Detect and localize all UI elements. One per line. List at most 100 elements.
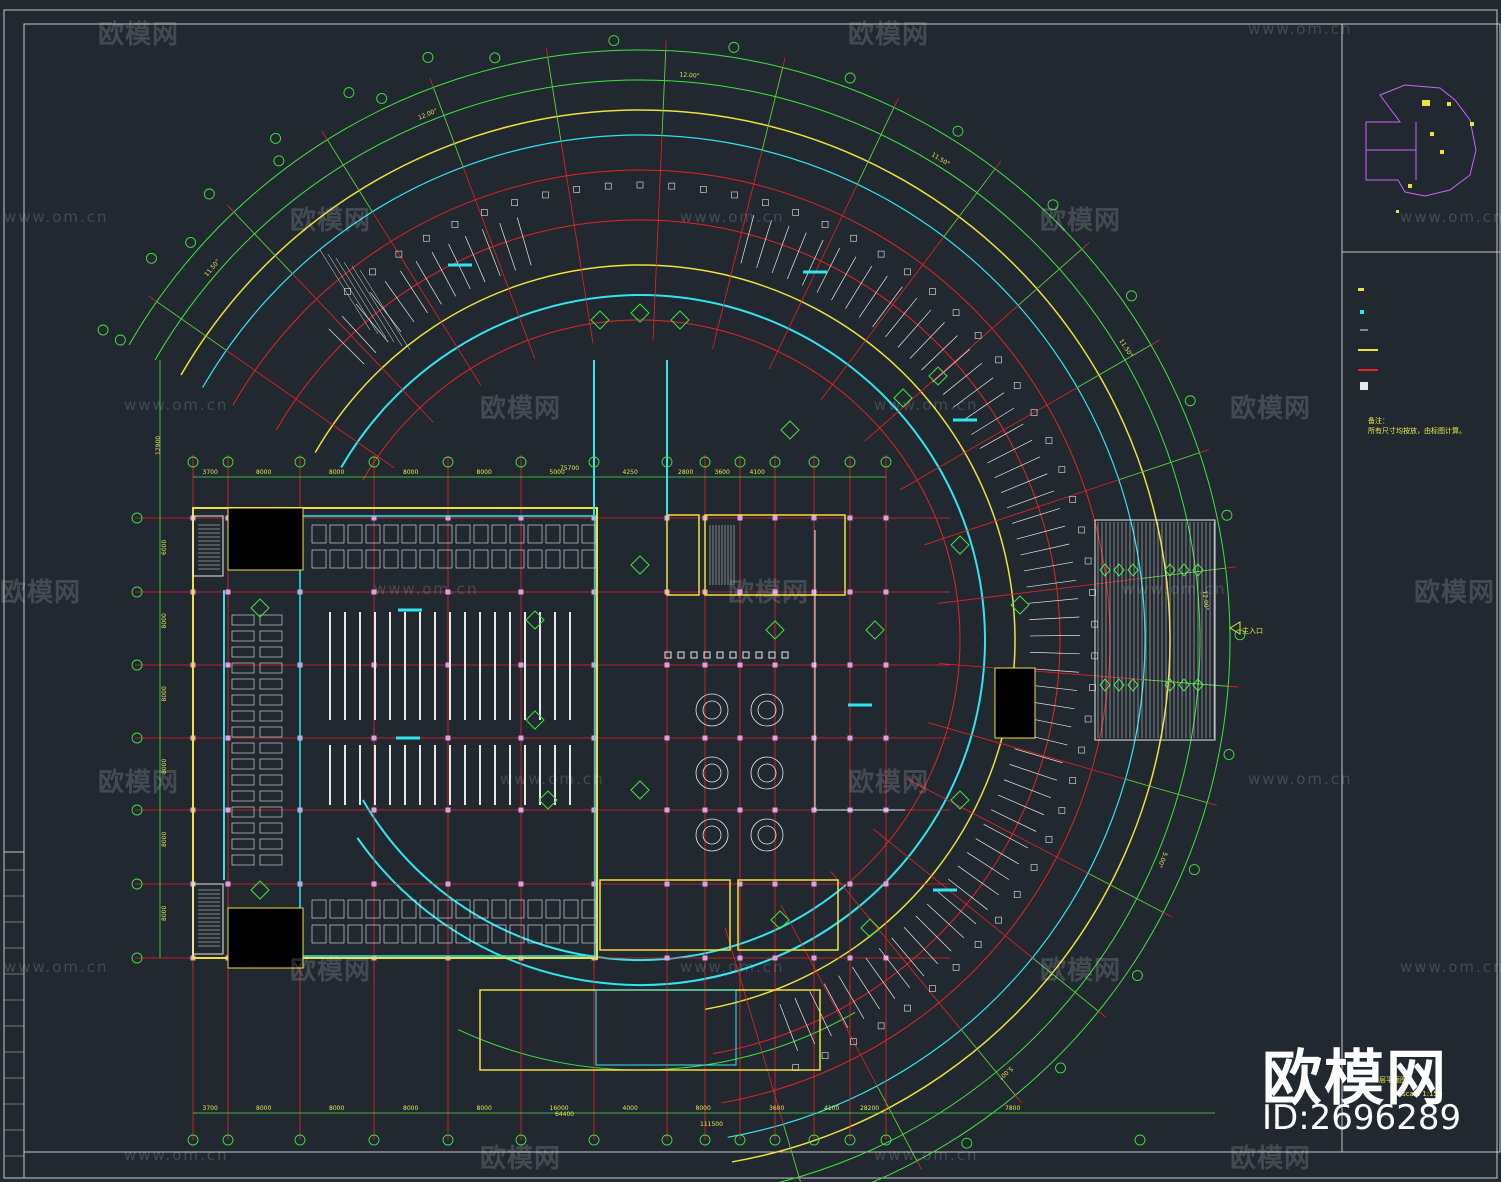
- room-label-tag: [953, 418, 977, 422]
- round-table: [757, 763, 777, 783]
- seat: [1058, 807, 1066, 814]
- ring-shelf: [816, 247, 841, 293]
- desk: [259, 806, 283, 818]
- ring-shelf: [1016, 525, 1066, 540]
- stair-line: [359, 269, 411, 351]
- ring-shelf: [1014, 748, 1063, 764]
- reading-table: [365, 899, 381, 919]
- seat: [344, 288, 351, 295]
- seat: [1084, 557, 1092, 565]
- column: [772, 881, 778, 887]
- ring-shelf: [756, 220, 772, 268]
- axis-bubble: [1184, 395, 1196, 407]
- radial-dimension-line: [783, 1124, 801, 1182]
- arc-dim-text: 12.00°: [1201, 590, 1210, 611]
- reading-table: [365, 549, 381, 569]
- reading-table: [311, 899, 327, 919]
- reading-table: [311, 924, 327, 944]
- stair-line: [343, 261, 395, 343]
- column: [883, 515, 889, 521]
- reading-table: [455, 524, 471, 544]
- column: [225, 881, 231, 887]
- desk: [259, 742, 283, 754]
- brand-logo-text: 欧模网: [1262, 1044, 1448, 1114]
- ring-shelf: [971, 407, 1015, 435]
- reading-table: [545, 549, 561, 569]
- ring-shelf: [1029, 651, 1080, 655]
- reading-table: [491, 899, 507, 919]
- arc-dim-text: 5.00°: [997, 1065, 1014, 1081]
- column: [591, 662, 597, 668]
- column: [664, 955, 670, 961]
- radial-dimension-line: [1017, 248, 1083, 306]
- axis-bubble: [734, 1134, 746, 1146]
- reading-table: [383, 924, 399, 944]
- display-stand: [768, 651, 776, 659]
- stair-line: [335, 257, 387, 339]
- desk: [259, 614, 283, 626]
- axis-bubble: [1134, 1134, 1146, 1146]
- ring-arc: [362, 799, 847, 961]
- column: [772, 807, 778, 813]
- radial-dimension-line: [1118, 452, 1200, 481]
- seat: [974, 332, 982, 339]
- ring-arc: [180, 109, 1171, 1163]
- dim-text-bottom: 3600: [769, 1105, 784, 1112]
- column: [737, 515, 743, 521]
- axis-bubble: [270, 132, 282, 144]
- ring-arc: [232, 169, 1111, 1104]
- plant-icon: [1113, 563, 1125, 577]
- column: [591, 589, 597, 595]
- axis-bubble: [187, 1134, 199, 1146]
- seat: [1030, 864, 1038, 871]
- column: [847, 589, 853, 595]
- plant-icon: [1178, 678, 1190, 692]
- axis-bubble: [844, 72, 856, 84]
- plant-icon: [1127, 563, 1139, 577]
- axis-bubble: [699, 456, 711, 468]
- seat: [668, 182, 676, 190]
- column: [518, 735, 524, 741]
- column: [591, 515, 597, 521]
- round-table: [695, 818, 729, 852]
- ring-shelf: [979, 423, 1024, 449]
- floor-marker-icon: [950, 535, 970, 555]
- desk: [231, 822, 255, 834]
- reading-table: [347, 549, 363, 569]
- seat: [1069, 777, 1077, 784]
- ring-shelf: [415, 261, 442, 305]
- axis-bubble: [661, 456, 673, 468]
- column: [847, 662, 853, 668]
- seat: [850, 1038, 857, 1046]
- plant-icon: [1113, 678, 1125, 692]
- dim-text-bottom: 16000: [550, 1105, 569, 1112]
- seat: [451, 221, 459, 228]
- axis-bubble: [343, 87, 355, 99]
- ring-shelf: [891, 937, 925, 977]
- round-table: [750, 756, 784, 790]
- ring-shelf: [516, 217, 532, 266]
- floor-marker-icon: [590, 310, 610, 330]
- arc-dimension-labels: 11.50°12.00°12.00°11.50°11.50°12.00°5.00…: [203, 71, 1209, 1081]
- plant-icon: [1192, 678, 1204, 692]
- display-stand: [703, 651, 711, 659]
- axis-bubble: [368, 1134, 380, 1146]
- reading-table: [329, 524, 345, 544]
- round-table: [695, 756, 729, 790]
- column: [518, 807, 524, 813]
- dim-text-left: 6000: [161, 540, 168, 555]
- ring-shelf: [1029, 635, 1080, 637]
- seat: [929, 288, 936, 295]
- axis-bubble: [769, 456, 781, 468]
- reading-table: [437, 549, 453, 569]
- reading-table: [491, 549, 507, 569]
- reading-table: [347, 924, 363, 944]
- ring-arc: [340, 294, 986, 981]
- axis-bubble: [1188, 864, 1200, 876]
- axis-bubble: [131, 804, 143, 816]
- column: [772, 589, 778, 595]
- seat: [542, 191, 549, 199]
- column: [883, 881, 889, 887]
- desk: [231, 742, 255, 754]
- reading-table: [545, 924, 561, 944]
